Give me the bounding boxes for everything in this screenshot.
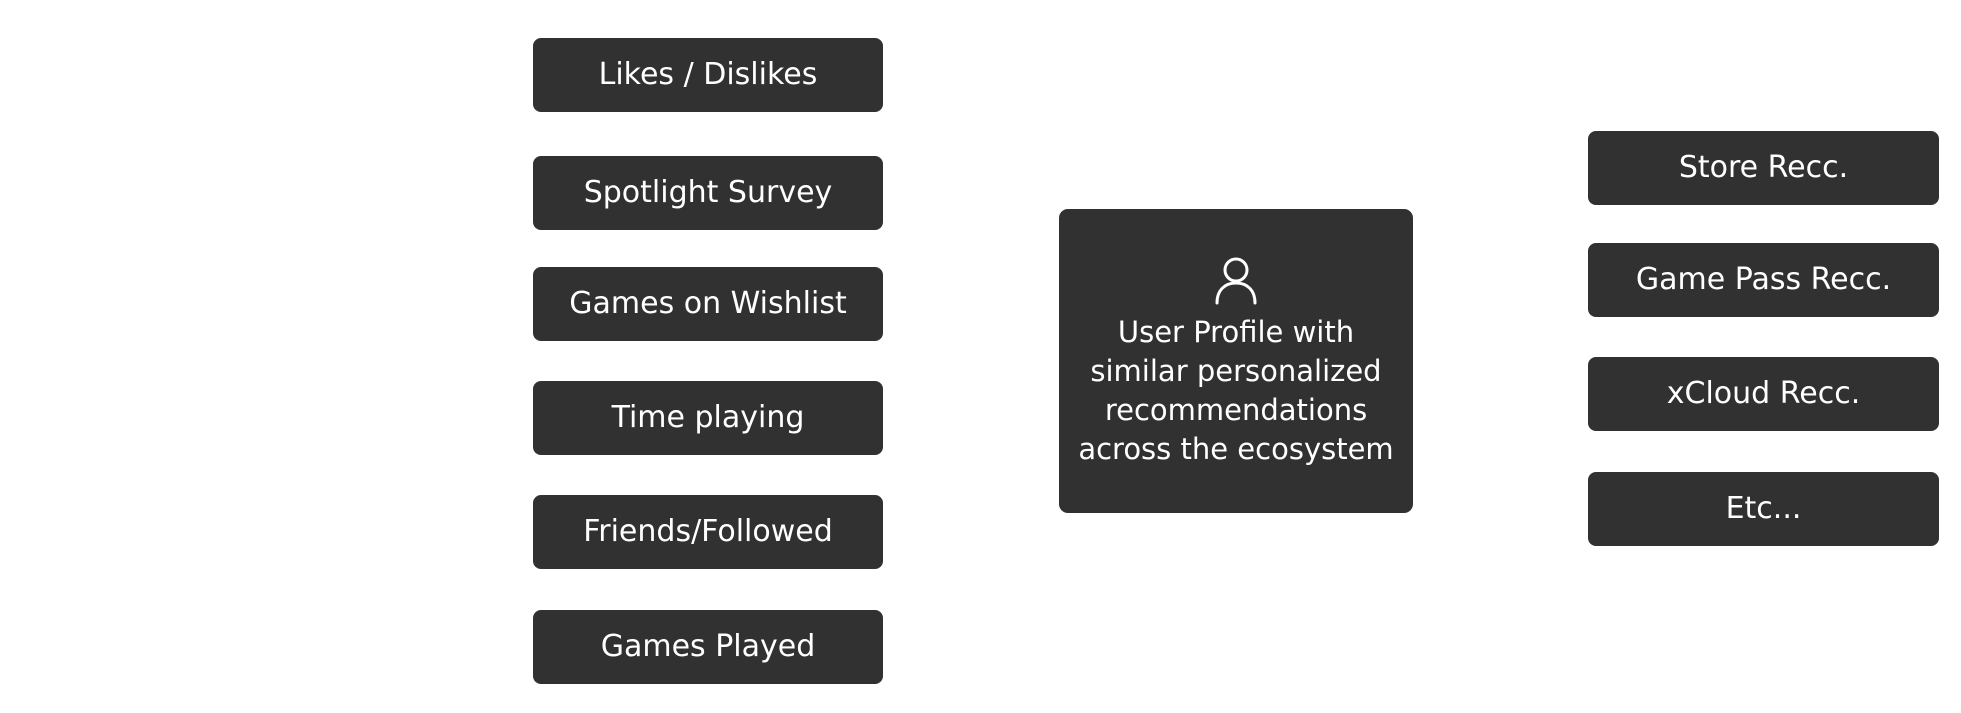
input-games-on-wishlist: Games on Wishlist — [533, 267, 883, 341]
user-profile-box: User Profile with similar personalized r… — [1059, 209, 1413, 513]
output-store-recc: Store Recc. — [1588, 131, 1939, 205]
input-spotlight-survey: Spotlight Survey — [533, 156, 883, 230]
profile-line: recommendations — [1104, 393, 1368, 427]
profile-line: similar personalized — [1090, 354, 1382, 388]
user-icon — [1215, 257, 1257, 305]
input-games-played: Games Played — [533, 610, 883, 684]
profile-line: across the ecosystem — [1078, 432, 1394, 466]
output-etc: Etc... — [1588, 472, 1939, 546]
input-likes-dislikes: Likes / Dislikes — [533, 38, 883, 112]
user-profile-description: User Profile with similar personalized r… — [1078, 313, 1393, 469]
output-xcloud-recc: xCloud Recc. — [1588, 357, 1939, 431]
profile-line: User Profile with — [1117, 315, 1355, 349]
output-game-pass-recc: Game Pass Recc. — [1588, 243, 1939, 317]
input-time-playing: Time playing — [533, 381, 883, 455]
input-friends-followed: Friends/Followed — [533, 495, 883, 569]
